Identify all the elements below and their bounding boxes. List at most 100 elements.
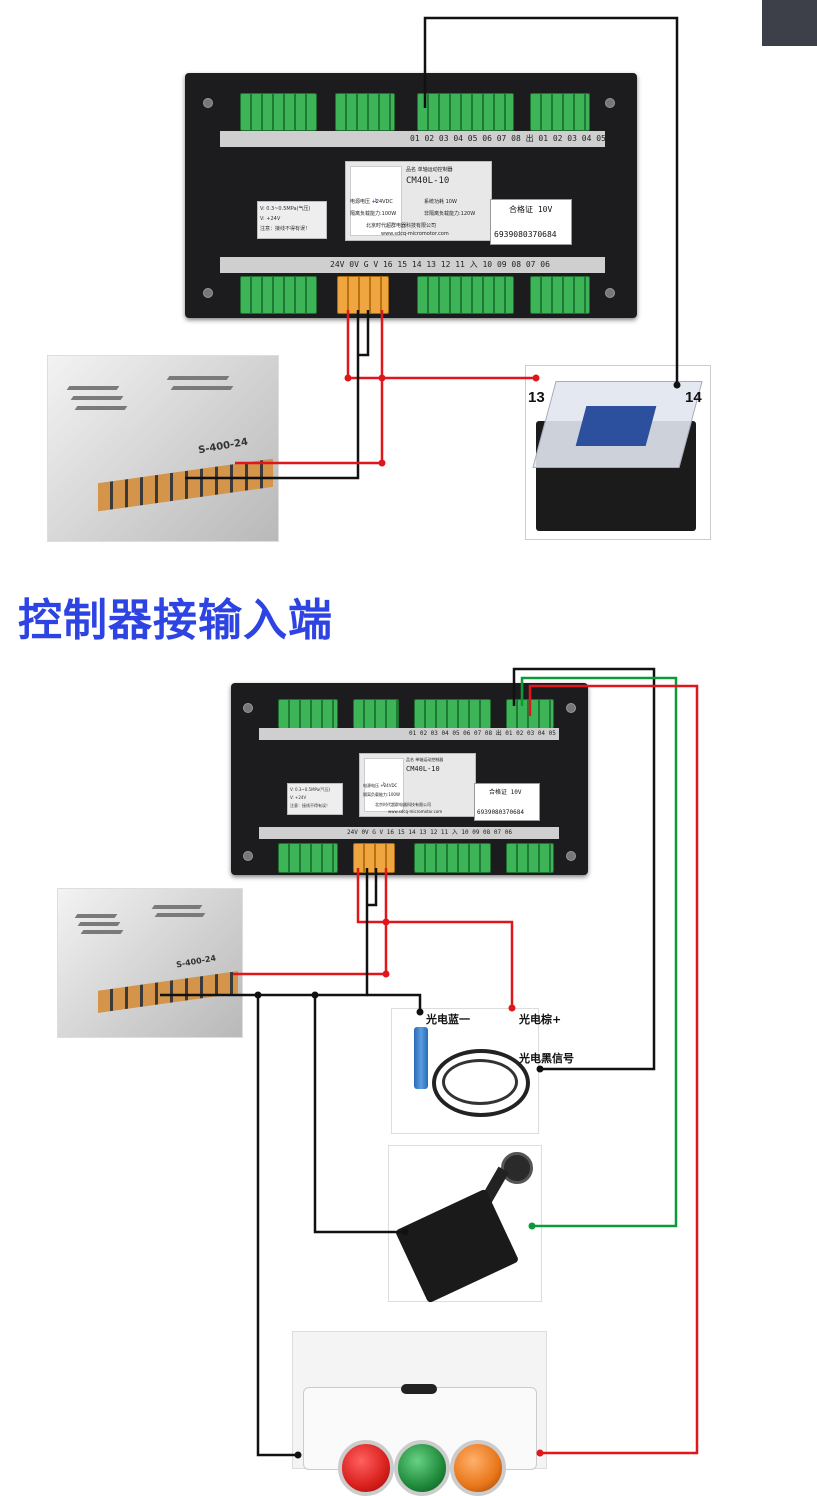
product-name: 品名 单轴运动控制器 [406, 757, 444, 762]
sensor-cable-coil [442, 1059, 518, 1105]
screw-icon [566, 703, 576, 713]
terminal-block [278, 699, 338, 729]
red-push-button[interactable] [338, 1440, 394, 1496]
sensor-body [414, 1027, 428, 1089]
terminal-block [417, 276, 514, 314]
spec-power: 系统功耗 10W [424, 199, 457, 205]
website: www.sdcq-micromotor.com [381, 231, 449, 237]
warn-line: 注意：接线不得有误！ [260, 226, 311, 232]
brand-logo-icon: ⌇ [350, 166, 402, 236]
barcode-number: 6939080370684 [494, 230, 557, 239]
terminal-block [530, 93, 590, 131]
top-label-strip: 01 02 03 04 05 06 07 08 出 01 02 03 04 05 [220, 131, 605, 147]
wire-dot [344, 374, 352, 382]
model-text: CM40L-10 [406, 176, 450, 186]
warn-line: 注意：接线不得有误！ [290, 803, 330, 808]
button-box-slot [401, 1384, 437, 1394]
warn-line: V: 0.3~0.5MPa(气压) [290, 787, 331, 792]
warning-label: V: 0.3~0.5MPa(气压) V: +24V 注意：接线不得有误！ [287, 783, 343, 815]
terminal-block [506, 699, 554, 729]
terminal-block [506, 843, 554, 873]
vent-slot [151, 905, 203, 909]
label-sensor-brown: 光电棕+ [519, 1013, 562, 1026]
product-name: 品名 单轴运动控制器 [406, 167, 453, 173]
vent-slot [74, 406, 128, 410]
terminal-block [240, 93, 317, 131]
bottom-label-strip: 24V 0V G V 16 15 14 13 12 11 入 10 09 08 … [259, 827, 559, 839]
screw-icon [243, 703, 253, 713]
terminal-block [353, 699, 399, 729]
warn-line: V: 0.3~0.5MPa(气压) [260, 206, 311, 212]
label-sensor-black: 光电黑信号 [519, 1052, 574, 1065]
wire-red-13 [346, 310, 536, 380]
terminal-block [414, 699, 491, 729]
relay-label-13: 13 [528, 389, 545, 406]
warn-line: V: +24V [290, 795, 307, 800]
cert-title: 合格证 10V [489, 789, 522, 796]
power-supply-icon: S-400-24 [57, 888, 243, 1038]
spec-iso2: 非隔离负载能力:120W [424, 211, 476, 217]
vent-slot [170, 386, 234, 390]
certificate-label: 合格证 10V 6939080370684 [490, 199, 572, 245]
bottom-label-strip: 24V 0V G V 16 15 14 13 12 11 入 10 09 08 … [220, 257, 605, 273]
relay-label-14: 14 [685, 389, 702, 406]
vent-slot [77, 922, 121, 926]
screw-icon [203, 98, 213, 108]
terminal-block [414, 843, 491, 873]
screw-icon [605, 98, 615, 108]
label-sensor-blue: 光电蓝一 [426, 1013, 470, 1026]
terminal-block [530, 276, 590, 314]
product-label: ⌇ 品名 单轴运动控制器 CM40L-10 电源电压 +24VDC 隔离负载能力… [359, 753, 476, 817]
terminal-block [335, 93, 395, 131]
cert-title: 合格证 10V [509, 205, 553, 214]
wire-red-power [356, 868, 514, 1008]
controller-top: 01 02 03 04 05 06 07 08 出 01 02 03 04 05… [185, 73, 637, 318]
relay-face [575, 406, 657, 446]
spec-voltage: 电源电压 +24VDC [350, 199, 393, 205]
orange-push-button[interactable] [450, 1440, 506, 1496]
vent-slot [166, 376, 230, 380]
model-text: CM40L-10 [406, 765, 440, 773]
push-button-box-icon [292, 1331, 547, 1496]
terminal-block [240, 276, 317, 314]
green-push-button[interactable] [394, 1440, 450, 1496]
terminal-block [278, 843, 338, 873]
corner-square [762, 0, 817, 46]
warn-line: V: +24V [260, 216, 281, 222]
maker: 北京时代超群电器科技有限公司 [366, 223, 437, 229]
limit-switch-icon [388, 1145, 542, 1304]
psu-model: S-400-24 [197, 436, 249, 457]
wire-red-psu2 [233, 868, 388, 976]
limit-roller [501, 1152, 533, 1184]
vent-slot [80, 930, 124, 934]
product-label: ⌇ 品名 单轴运动控制器 CM40L-10 电源电压 +24VDC 系统功耗 1… [345, 161, 492, 241]
brand-logo-icon: ⌇ [364, 758, 404, 812]
psu-terminal-block [98, 971, 238, 1013]
section-heading: 控制器接输入端 [18, 595, 333, 646]
screw-icon [605, 288, 615, 298]
vent-slot [74, 914, 118, 918]
certificate-label: 合格证 10V 6939080370684 [474, 783, 540, 821]
terminal-block [417, 93, 514, 131]
barcode-number: 6939080370684 [477, 809, 524, 816]
power-terminal [337, 276, 389, 314]
spec-iso1: 隔离负载能力:100W [363, 792, 400, 797]
psu-model: S-400-24 [175, 953, 217, 970]
power-terminal [353, 843, 395, 873]
psu-terminal-block [98, 458, 273, 512]
wire-dot [378, 374, 386, 382]
vent-slot [66, 386, 120, 390]
spec-voltage: 电源电压 +24VDC [363, 783, 398, 788]
website: www.sdcq-micromotor.com [388, 809, 443, 814]
top-label-strip: 01 02 03 04 05 06 07 08 出 01 02 03 04 05 [259, 728, 559, 740]
screw-icon [243, 851, 253, 861]
wire-dot [382, 918, 390, 926]
solid-state-relay-icon [525, 365, 711, 540]
maker: 北京时代超群电器科技有限公司 [375, 802, 431, 807]
wire-dot [311, 991, 319, 999]
warning-label: V: 0.3~0.5MPa(气压) V: +24V 注意：接线不得有误！ [257, 201, 327, 239]
wire-dot [382, 970, 390, 978]
vent-slot [154, 913, 206, 917]
controller-bottom: 01 02 03 04 05 06 07 08 出 01 02 03 04 05… [231, 683, 588, 875]
wire-dot [378, 459, 386, 467]
